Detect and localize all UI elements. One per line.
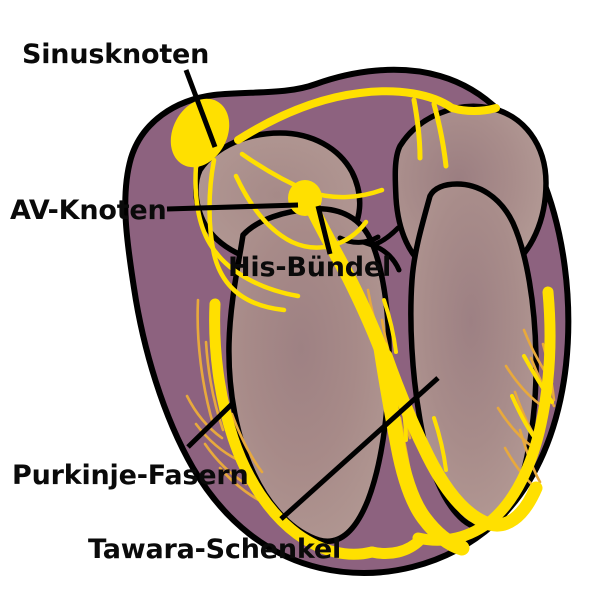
la-twig-2: [431, 101, 449, 169]
label-av-knoten: AV-Knoten: [10, 195, 167, 226]
leader-sinusknoten: [183, 69, 218, 148]
leader-lines: [166, 69, 440, 521]
leader-tawara-schenkel: [279, 376, 440, 521]
la-twig-1: [411, 97, 423, 161]
lv-subendocardial-network: [209, 298, 378, 560]
bundle-twig-4: [522, 354, 554, 404]
labels: Sinusknoten AV-Knoten His-Bündel Purkinj…: [10, 39, 391, 565]
bundle-twig-5: [510, 394, 540, 444]
bundle-twig-1: [382, 298, 398, 354]
sinus-node-body: [170, 98, 230, 168]
leader-purkinje-fasern: [186, 401, 235, 449]
bundle-twig-3: [432, 416, 448, 472]
leader-his-buendel: [315, 205, 333, 255]
rv-subendocardial-network: [412, 286, 556, 546]
sa-superior-tract-tip: [448, 104, 500, 115]
leader-av-knoten: [166, 202, 299, 212]
bundle-twig-2: [398, 386, 408, 442]
label-purkinje-fasern: Purkinje-Fasern: [12, 460, 249, 491]
anterior-internodal-tract: [207, 157, 287, 313]
atrial-branch-middle: [233, 173, 369, 250]
apex-connector: [366, 534, 426, 559]
sa-to-av-internodal: [193, 163, 301, 299]
label-his-buendel: His-Bündel: [228, 252, 391, 283]
sa-superior-tract: [234, 87, 456, 144]
label-sinusknoten: Sinusknoten: [22, 39, 209, 70]
label-tawara-schenkel: Tawara-Schenkel: [88, 534, 341, 565]
